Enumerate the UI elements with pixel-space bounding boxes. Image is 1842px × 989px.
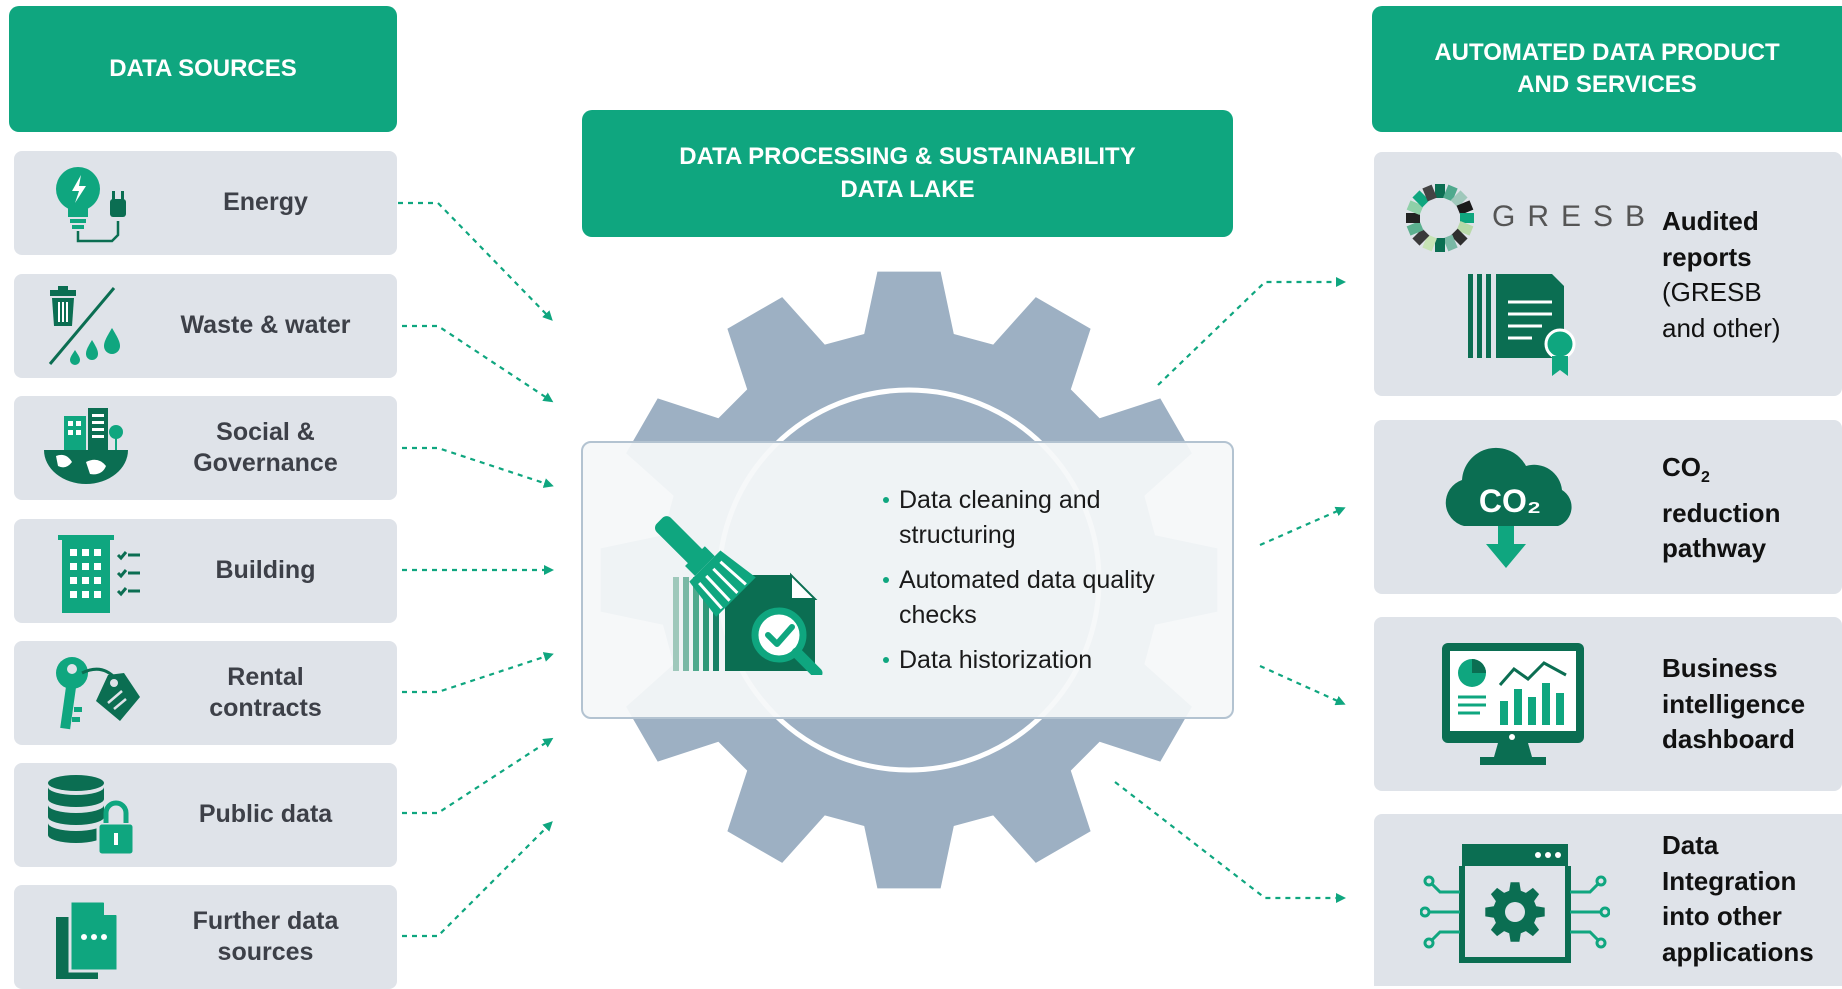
bi-label: Business intelligence dashboard [1662, 651, 1805, 758]
arrow-to-co2 [1259, 506, 1346, 547]
gresb-ring-segment [1460, 213, 1474, 223]
data-sources-header: DATA SOURCES [9, 6, 397, 132]
arrow-energy [398, 201, 553, 321]
co2-title-subscript: 2 [1701, 469, 1710, 487]
audited-title-line1: Audited [1662, 206, 1759, 236]
arrow-to-integration [1114, 781, 1346, 903]
gresb-logo-text: GRESB [1492, 200, 1658, 233]
data-sources-title: DATA SOURCES [109, 54, 297, 82]
bullet-data-cleaning: Data cleaning and structuring [881, 483, 1221, 553]
output-card-bi-dashboard: Business intelligence dashboard [1374, 617, 1842, 791]
gresb-ring-segment [1450, 228, 1468, 246]
certificate-icon [1468, 274, 1576, 376]
gresb-ring-segment [1406, 213, 1420, 223]
processing-header: DATA PROCESSING & SUSTAINABILITY DATA LA… [582, 110, 1233, 237]
source-card-waste-water: Waste & water [14, 274, 397, 378]
processing-bullet-list: Data cleaning and structuring Automated … [881, 483, 1221, 688]
gresb-ring-segment [1450, 190, 1468, 208]
source-card-energy: Energy [14, 151, 397, 255]
source-card-further-data: Further data sources [14, 885, 397, 989]
arrow-to-bi [1259, 664, 1346, 706]
outputs-title-line2: AND SERVICES [1517, 71, 1697, 98]
integration-gear-circuit-icon [1420, 844, 1610, 963]
source-label-rental-contracts: Rental contracts [134, 641, 397, 745]
source-label-energy: Energy [223, 188, 308, 217]
trash-water-drops-icon [48, 286, 120, 365]
co2-title-line3: pathway [1662, 533, 1767, 564]
source-label-further-data-text: Further data sources [192, 906, 339, 966]
gresb-ring-segment [1412, 190, 1430, 208]
co2-title-co: CO [1662, 452, 1701, 482]
processing-title-line2: DATA LAKE [840, 175, 975, 203]
monitor-dashboard-icon [1442, 643, 1584, 765]
brush-document-magnifier-icon [655, 516, 823, 675]
building-checklist-icon [58, 535, 140, 613]
processing-title-line1: DATA PROCESSING & SUSTAINABILITY [679, 143, 1136, 171]
audited-reports-label: Audited reports (GRESB and other) [1662, 204, 1781, 346]
integration-line2: Integration [1662, 865, 1797, 896]
documents-icon [56, 899, 120, 979]
source-label-public-data: Public data [198, 800, 333, 829]
integration-line3: into other [1662, 901, 1782, 931]
gresb-ring-segment [1456, 200, 1474, 215]
integration-gear-hole [1505, 902, 1525, 922]
bi-line2: intelligence [1662, 688, 1806, 719]
source-label-further-data: Further data sources [134, 885, 397, 989]
arrow-waste-water [402, 324, 554, 403]
output-card-data-integration: Data Integration into other applications [1374, 814, 1842, 986]
source-label-building: Building [215, 556, 316, 585]
output-card-co2: CO₂ CO2 reduction pathway [1374, 420, 1842, 594]
source-label-social-governance: Social & Governance [134, 396, 397, 500]
co2-title-line2: reduction [1662, 497, 1781, 528]
keys-tag-icon [56, 657, 140, 730]
arrow-to-audited [1157, 277, 1346, 386]
source-label-waste-water: Waste & water [180, 311, 351, 340]
gresb-ring-segment [1435, 184, 1445, 198]
source-label-rental-contracts-text: Rental contracts [209, 662, 322, 722]
gresb-ring-segment [1435, 238, 1445, 252]
bullet-historization: Data historization [881, 643, 1221, 678]
globe-buildings-icon [44, 408, 128, 484]
co2-cloud-text: CO₂ [1479, 483, 1541, 519]
integration-line4: applications [1662, 936, 1814, 967]
audited-sub-line2: and other) [1662, 312, 1781, 343]
outputs-header: AUTOMATED DATA PRODUCT AND SERVICES [1372, 6, 1842, 132]
audited-sub-line1: (GRESB [1662, 277, 1762, 307]
source-card-social-governance: Social & Governance [14, 396, 397, 500]
gresb-ring-segment [1412, 228, 1430, 246]
processing-box: Data cleaning and structuring Automated … [581, 441, 1234, 719]
bi-line1: Business [1662, 653, 1778, 683]
integration-label: Data Integration into other applications [1662, 828, 1814, 970]
output-card-audited-reports: GRESB Audited reports (GRESB and other) [1374, 152, 1842, 396]
gresb-ring-segment [1406, 221, 1424, 236]
gresb-logo-icon [1406, 184, 1474, 252]
co2-cloud-arrow-icon: CO₂ [1445, 447, 1572, 568]
lightbulb-plug-icon [56, 167, 126, 243]
integration-line1: Data [1662, 830, 1719, 860]
arrow-public-data [402, 737, 554, 815]
database-lock-icon [48, 775, 136, 857]
arrow-social-governance [402, 446, 554, 488]
co2-label: CO2 reduction pathway [1662, 450, 1780, 567]
source-card-public-data: Public data [14, 763, 397, 867]
source-card-building: Building [14, 519, 397, 623]
audited-title-line2: reports [1662, 241, 1752, 272]
source-card-rental-contracts: Rental contracts [14, 641, 397, 745]
gresb-ring-segment [1443, 234, 1458, 252]
bi-line3: dashboard [1662, 724, 1795, 754]
co2-title-line1: CO2 [1662, 450, 1780, 496]
arrow-rental-contracts [402, 652, 554, 694]
outputs-title-line1: AUTOMATED DATA PRODUCT [1434, 38, 1780, 66]
bullet-quality-checks: Automated data quality checks [881, 563, 1221, 633]
gresb-ring-segment [1422, 184, 1437, 202]
source-label-social-governance-text: Social & Governance [193, 417, 338, 477]
arrow-further-data [402, 821, 553, 938]
